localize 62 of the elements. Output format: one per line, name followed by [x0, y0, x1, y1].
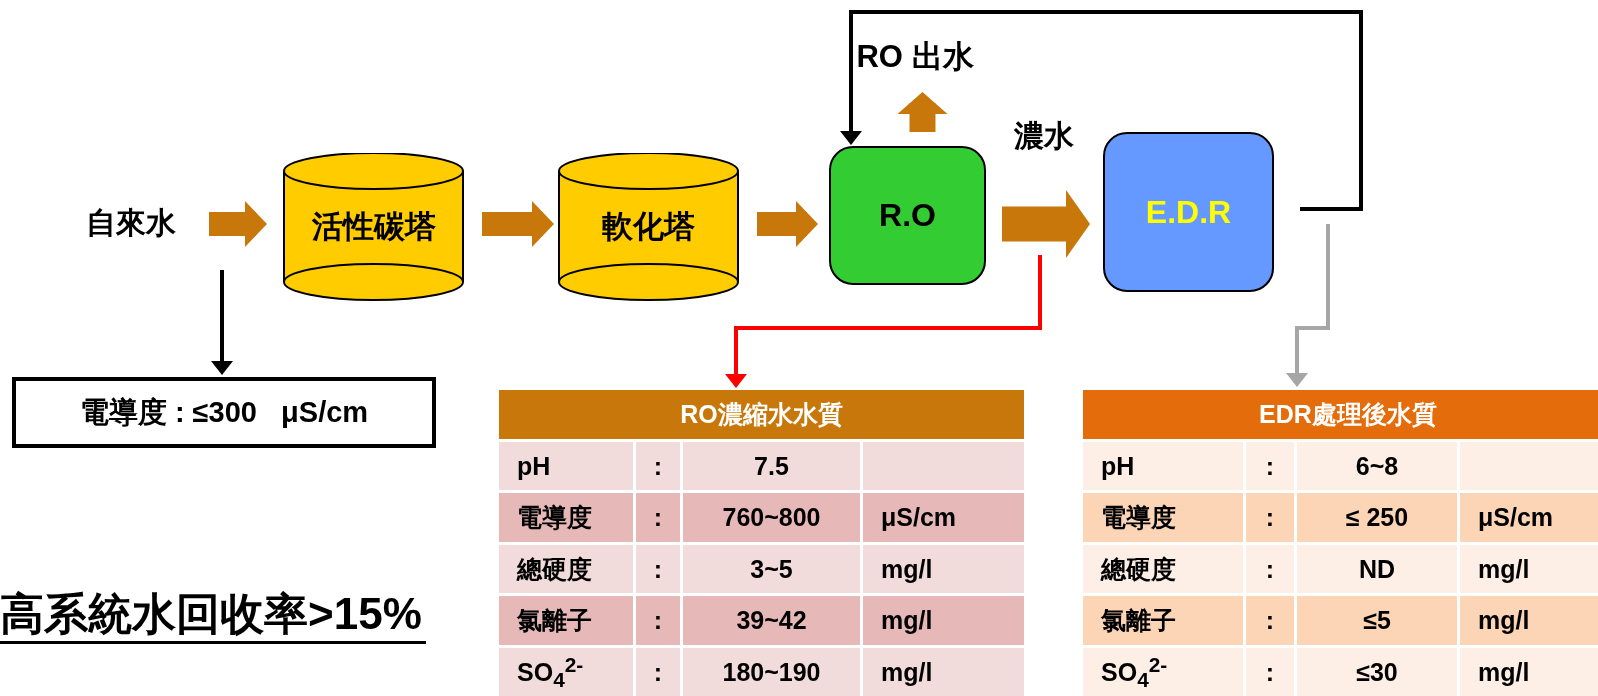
storage-tank [558, 153, 739, 301]
table-cell: μS/cm [863, 493, 1024, 542]
note-text: 高系統水回收率>15% [0, 586, 426, 644]
data-table [1083, 390, 1598, 696]
connector-arrow [725, 255, 1042, 388]
table-cell: pH [499, 442, 633, 491]
node-label: R.O [879, 197, 936, 234]
result-box [12, 377, 436, 448]
table-cell: 總硬度 [1083, 544, 1243, 594]
storage-tank [283, 153, 464, 301]
table-cell: ≤ 250 [1297, 493, 1457, 542]
table-cell: ≤30 [1297, 647, 1457, 696]
table-cell: 氯離子 [1083, 596, 1243, 645]
table-cell: 760~800 [683, 493, 860, 542]
table-cell: : [1246, 596, 1294, 645]
table-cell: : [1246, 544, 1294, 594]
table-cell: : [636, 596, 680, 645]
flow-label: 自來水 [70, 203, 192, 243]
table-cell: 3~5 [683, 544, 860, 594]
table-cell: 180~190 [683, 647, 860, 696]
table-cell: : [636, 647, 680, 696]
table-cell: pH [1083, 442, 1243, 491]
table-cell: ND [1297, 544, 1457, 594]
table-cell: μS/cm [1460, 493, 1598, 542]
data-table [499, 390, 1024, 696]
table-cell: mg/l [1460, 544, 1598, 594]
table-cell: 7.5 [683, 442, 860, 491]
table-cell: : [1246, 442, 1294, 491]
table-cell: : [1246, 647, 1294, 696]
table-cell: mg/l [863, 647, 1024, 696]
table-cell: ≤5 [1297, 596, 1457, 645]
node-label: 活性碳塔 [311, 208, 436, 246]
flow-arrow [209, 201, 267, 247]
table-cell: 氯離子 [499, 596, 633, 645]
connector-arrow [1286, 224, 1330, 387]
table-cell: mg/l [863, 596, 1024, 645]
process-box [829, 146, 986, 285]
table-cell: : [636, 493, 680, 542]
table-cell: 電導度 [499, 493, 633, 542]
table-cell: 總硬度 [499, 544, 633, 594]
table-cell: 39~42 [683, 596, 860, 645]
table-cell: mg/l [1460, 596, 1598, 645]
table-cell: : [636, 544, 680, 594]
table-cell: mg/l [1460, 647, 1598, 696]
table-cell: mg/l [863, 544, 1024, 594]
table-cell: 6~8 [1297, 442, 1457, 491]
table-cell: 電導度 [1083, 493, 1243, 542]
flow-arrow [757, 201, 818, 247]
process-box [1103, 132, 1274, 292]
connector-arrow [211, 270, 233, 375]
table-cell: : [636, 442, 680, 491]
flow-arrow [1002, 190, 1090, 258]
node-label: E.D.R [1145, 193, 1232, 231]
flow-label: RO 出水 [840, 38, 990, 76]
flow-arrow [897, 92, 948, 132]
table-cell: : [1246, 493, 1294, 542]
flow-arrow [482, 201, 554, 247]
node-label: 電導度 : ≤300 μS/cm [79, 394, 369, 430]
node-label: 軟化塔 [602, 208, 695, 246]
connector-arrow [840, 10, 1363, 211]
table-header: EDR處理後水質 [1083, 390, 1598, 439]
table-header: RO濃縮水水質 [499, 390, 1024, 439]
